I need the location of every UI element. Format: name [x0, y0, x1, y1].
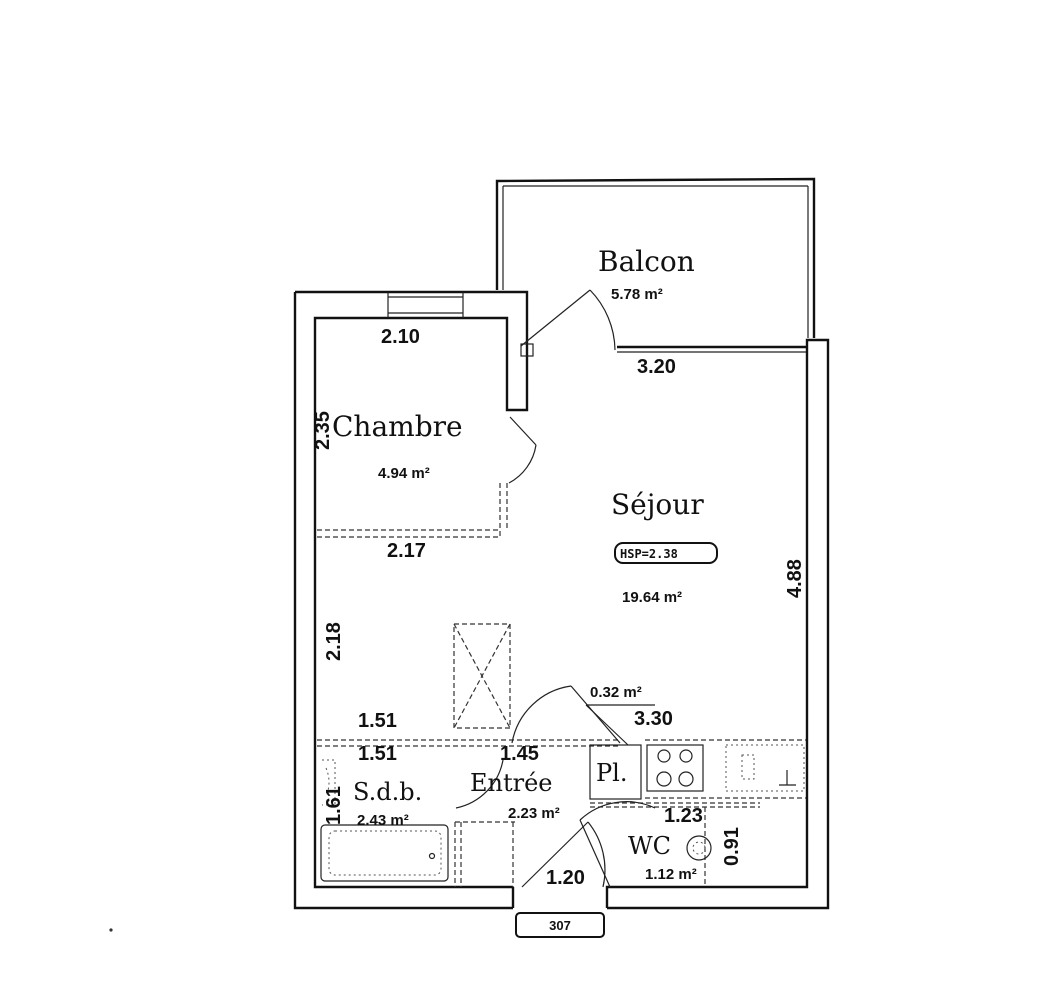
balcon-area: 5.78 m² [611, 286, 663, 303]
dim-chambre-side: 2.35 [312, 411, 334, 450]
dim-wc-side: 0.91 [721, 827, 743, 866]
dim-chambre-top: 2.10 [381, 326, 420, 348]
chambre-partition [317, 416, 537, 538]
placard-label: Pl. [596, 759, 627, 787]
balcony-door [520, 289, 616, 357]
sdb-label: S.d.b. [353, 778, 422, 806]
bathroom-partition [317, 685, 621, 887]
balcon-label: Balcon [598, 245, 695, 278]
ventilation-shaft [453, 623, 511, 729]
dim-sdb-top: 1.51 [358, 743, 397, 765]
entry-door [521, 821, 606, 888]
dim-hall-left: 1.51 [358, 710, 397, 732]
entree-area: 2.23 m² [508, 805, 560, 822]
dim-wc-top: 1.23 [664, 805, 703, 827]
ceiling-height-badge [614, 542, 718, 564]
dim-entree-top: 1.45 [500, 743, 539, 765]
placard-and-kitchen [585, 704, 806, 800]
dim-chambre-bottom: 2.17 [387, 540, 426, 562]
wc-area: 1.12 m² [645, 866, 697, 883]
chambre-area: 4.94 m² [378, 465, 430, 482]
balcony-outline [495, 177, 816, 353]
unit-number: 307 [549, 918, 571, 933]
dim-kitchen: 3.30 [634, 708, 673, 730]
ceiling-height-text: HSP=2.38 [620, 547, 678, 561]
sejour-label: Séjour [611, 488, 704, 521]
dim-sejour-left: 2.18 [323, 622, 345, 661]
wc-label: WC [628, 832, 671, 860]
dim-sejour-right: 4.88 [784, 559, 806, 598]
dim-sdb-side: 1.61 [323, 786, 345, 825]
chambre-label: Chambre [332, 410, 463, 443]
placard-area: 0.32 m² [590, 684, 642, 701]
washbasin [322, 759, 336, 806]
unit-number-tag [515, 912, 605, 938]
dim-entry-door: 1.20 [546, 867, 585, 889]
bathtub [320, 824, 449, 882]
exterior-walls [293, 290, 830, 910]
entree-label: Entrée [470, 769, 553, 797]
scan-speck [109, 928, 113, 932]
sejour-area: 19.64 m² [622, 589, 682, 606]
dim-balcon-bottom: 3.20 [637, 356, 676, 378]
sdb-area: 2.43 m² [357, 812, 409, 829]
